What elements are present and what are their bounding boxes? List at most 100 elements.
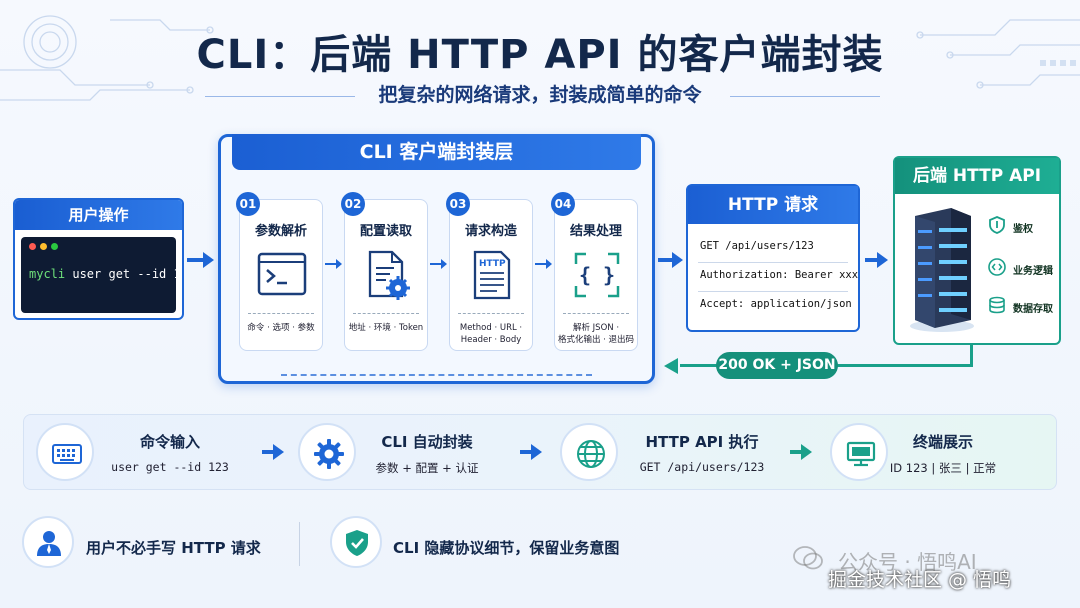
flow-step-http-exec: [560, 423, 618, 481]
feature-auth: 鉴权: [1013, 224, 1033, 235]
step-request-building: 03 请求构造 HTTP Method · URL · Header · Body: [446, 192, 533, 351]
step-title: 结果处理: [569, 224, 622, 239]
flow-sub-4: ID 123 | 张三 | 正常: [889, 461, 997, 475]
request-separator: [698, 291, 848, 292]
step-arrow-2: [430, 259, 447, 269]
http-doc-label: HTTP: [479, 259, 506, 269]
subtitle-line-left: [205, 96, 355, 97]
response-line-vertical: [970, 345, 973, 367]
tip-text-shield: CLI 隐藏协议细节，保留业务意图: [393, 539, 620, 557]
step-desc-line1: Method · URL ·: [459, 323, 523, 333]
flow-title-2: CLI 自动封装: [381, 433, 473, 451]
arrow-user-to-cli: [187, 252, 214, 268]
flow-sub-1: user get --id 123: [111, 460, 229, 474]
step-divider: [248, 313, 314, 314]
tip-text-user: 用户不必手写 HTTP 请求: [86, 539, 261, 557]
request-auth-header: Authorization: Bearer xxx: [700, 269, 859, 281]
step-title: 参数解析: [254, 224, 307, 239]
step-divider: [563, 313, 629, 314]
step-number: 04: [551, 192, 575, 216]
step-arrow-3: [535, 259, 552, 269]
cli-client-layer: CLI 客户端封装层 01 参数解析 命令 · 选项 · 参数 02 配置读取: [218, 134, 655, 384]
terminal-command: mycli user get --id 123: [29, 267, 184, 281]
red-dot: [29, 243, 36, 250]
braces-icon: { }: [574, 252, 620, 298]
request-accept-header: Accept: application/json: [700, 298, 852, 310]
response-badge: 200 OK + JSON: [716, 352, 838, 379]
request-separator: [698, 262, 848, 263]
config-file-icon: [368, 250, 410, 300]
shield-check-icon: [346, 530, 368, 556]
step-description: 解析 JSON · 格式化输出 · 退出码: [555, 322, 637, 346]
tip-user: [22, 516, 74, 568]
server-rack-icon: [910, 208, 974, 332]
step-desc-line1: 命令 · 选项 · 参数: [247, 323, 315, 333]
arrow-cli-to-request: [658, 252, 683, 268]
step-number: 03: [446, 192, 470, 216]
step-title: 请求构造: [464, 224, 517, 239]
flow-title-1: 命令输入: [139, 433, 200, 451]
flow-arrow-3: [790, 444, 812, 460]
flow-sub-2: 参数 + 配置 + 认证: [375, 461, 479, 475]
user-icon: [37, 531, 61, 556]
watermark-juejin: 掘金技术社区 @ 悟鸣: [828, 569, 1012, 591]
response-arrowhead: [664, 358, 678, 374]
step-description: 地址 · 环境 · Token: [345, 322, 427, 334]
cli-layer-bottom-line: [281, 374, 592, 377]
http-request-title: HTTP 请求: [688, 186, 858, 224]
circuit-decoration-right: [916, 19, 1080, 89]
braces-text: { }: [579, 263, 615, 287]
step-arg-parsing: 01 参数解析 命令 · 选项 · 参数: [236, 192, 323, 351]
http-document-icon: HTTP: [473, 250, 511, 300]
step-divider: [353, 313, 419, 314]
step-number: 01: [236, 192, 260, 216]
flow-arrow-1: [262, 444, 284, 460]
wechat-icon: [793, 546, 823, 570]
step-title: 配置读取: [359, 224, 412, 239]
step-desc-line2: 格式化输出 · 退出码: [557, 335, 635, 345]
step-arrow-1: [325, 259, 342, 269]
step-description: Method · URL · Header · Body: [450, 322, 532, 346]
backend-title: 后端 HTTP API: [895, 158, 1059, 194]
step-description: 命令 · 选项 · 参数: [240, 322, 322, 334]
step-result-handling: 04 结果处理 { } 解析 JSON · 格式化输出 · 退出码: [551, 192, 638, 351]
step-desc-line1: 地址 · 环境 · Token: [348, 323, 424, 333]
globe-icon: [577, 440, 605, 468]
flow-step-command-input: [36, 423, 94, 481]
step-config-reading: 02 配置读取 地址 · 环境 · Token: [341, 192, 428, 351]
code-logic-icon: [988, 258, 1006, 276]
keyboard-icon: [52, 444, 82, 464]
page-subtitle: 把复杂的网络请求，封装成简单的命令: [378, 84, 702, 106]
request-line: GET /api/users/123: [700, 240, 814, 252]
feature-data-access: 数据存取: [1013, 304, 1053, 315]
shield-icon: [989, 216, 1005, 234]
flow-arrow-2: [520, 444, 542, 460]
step-desc-line1: 解析 JSON ·: [572, 323, 620, 333]
command-args: user get --id 123: [65, 267, 184, 281]
flow-step-terminal-display: [830, 423, 888, 481]
feature-business-logic: 业务逻辑: [1013, 266, 1053, 277]
arrow-request-to-backend: [865, 252, 888, 268]
step-desc-line2: Header · Body: [460, 335, 522, 345]
green-dot: [51, 243, 58, 250]
flow-title-3: HTTP API 执行: [645, 433, 759, 451]
page-title: CLI：后端 HTTP API 的客户端封装: [196, 32, 884, 78]
database-icon: [989, 296, 1005, 314]
flow-step-cli-wrap: [298, 423, 356, 481]
user-operation-title: 用户操作: [15, 200, 182, 230]
command-prefix: mycli: [29, 267, 66, 281]
http-request-panel: HTTP 请求 GET /api/users/123 Authorization…: [686, 184, 860, 332]
tips-divider: [299, 522, 300, 566]
yellow-dot: [40, 243, 47, 250]
terminal-window-icon: [257, 252, 307, 296]
monitor-icon: [846, 441, 876, 467]
user-operation-panel: 用户操作 mycli user get --id 123: [13, 198, 184, 320]
step-divider: [458, 313, 524, 314]
tip-shield: [330, 516, 382, 568]
flow-sub-3: GET /api/users/123: [639, 460, 765, 474]
gear-icon: [314, 439, 344, 469]
terminal-window: mycli user get --id 123: [21, 237, 182, 313]
watermark-official-account: 公众号 · 悟鸣AI: [838, 550, 977, 574]
step-number: 02: [341, 192, 365, 216]
flow-title-4: 终端展示: [912, 433, 973, 451]
